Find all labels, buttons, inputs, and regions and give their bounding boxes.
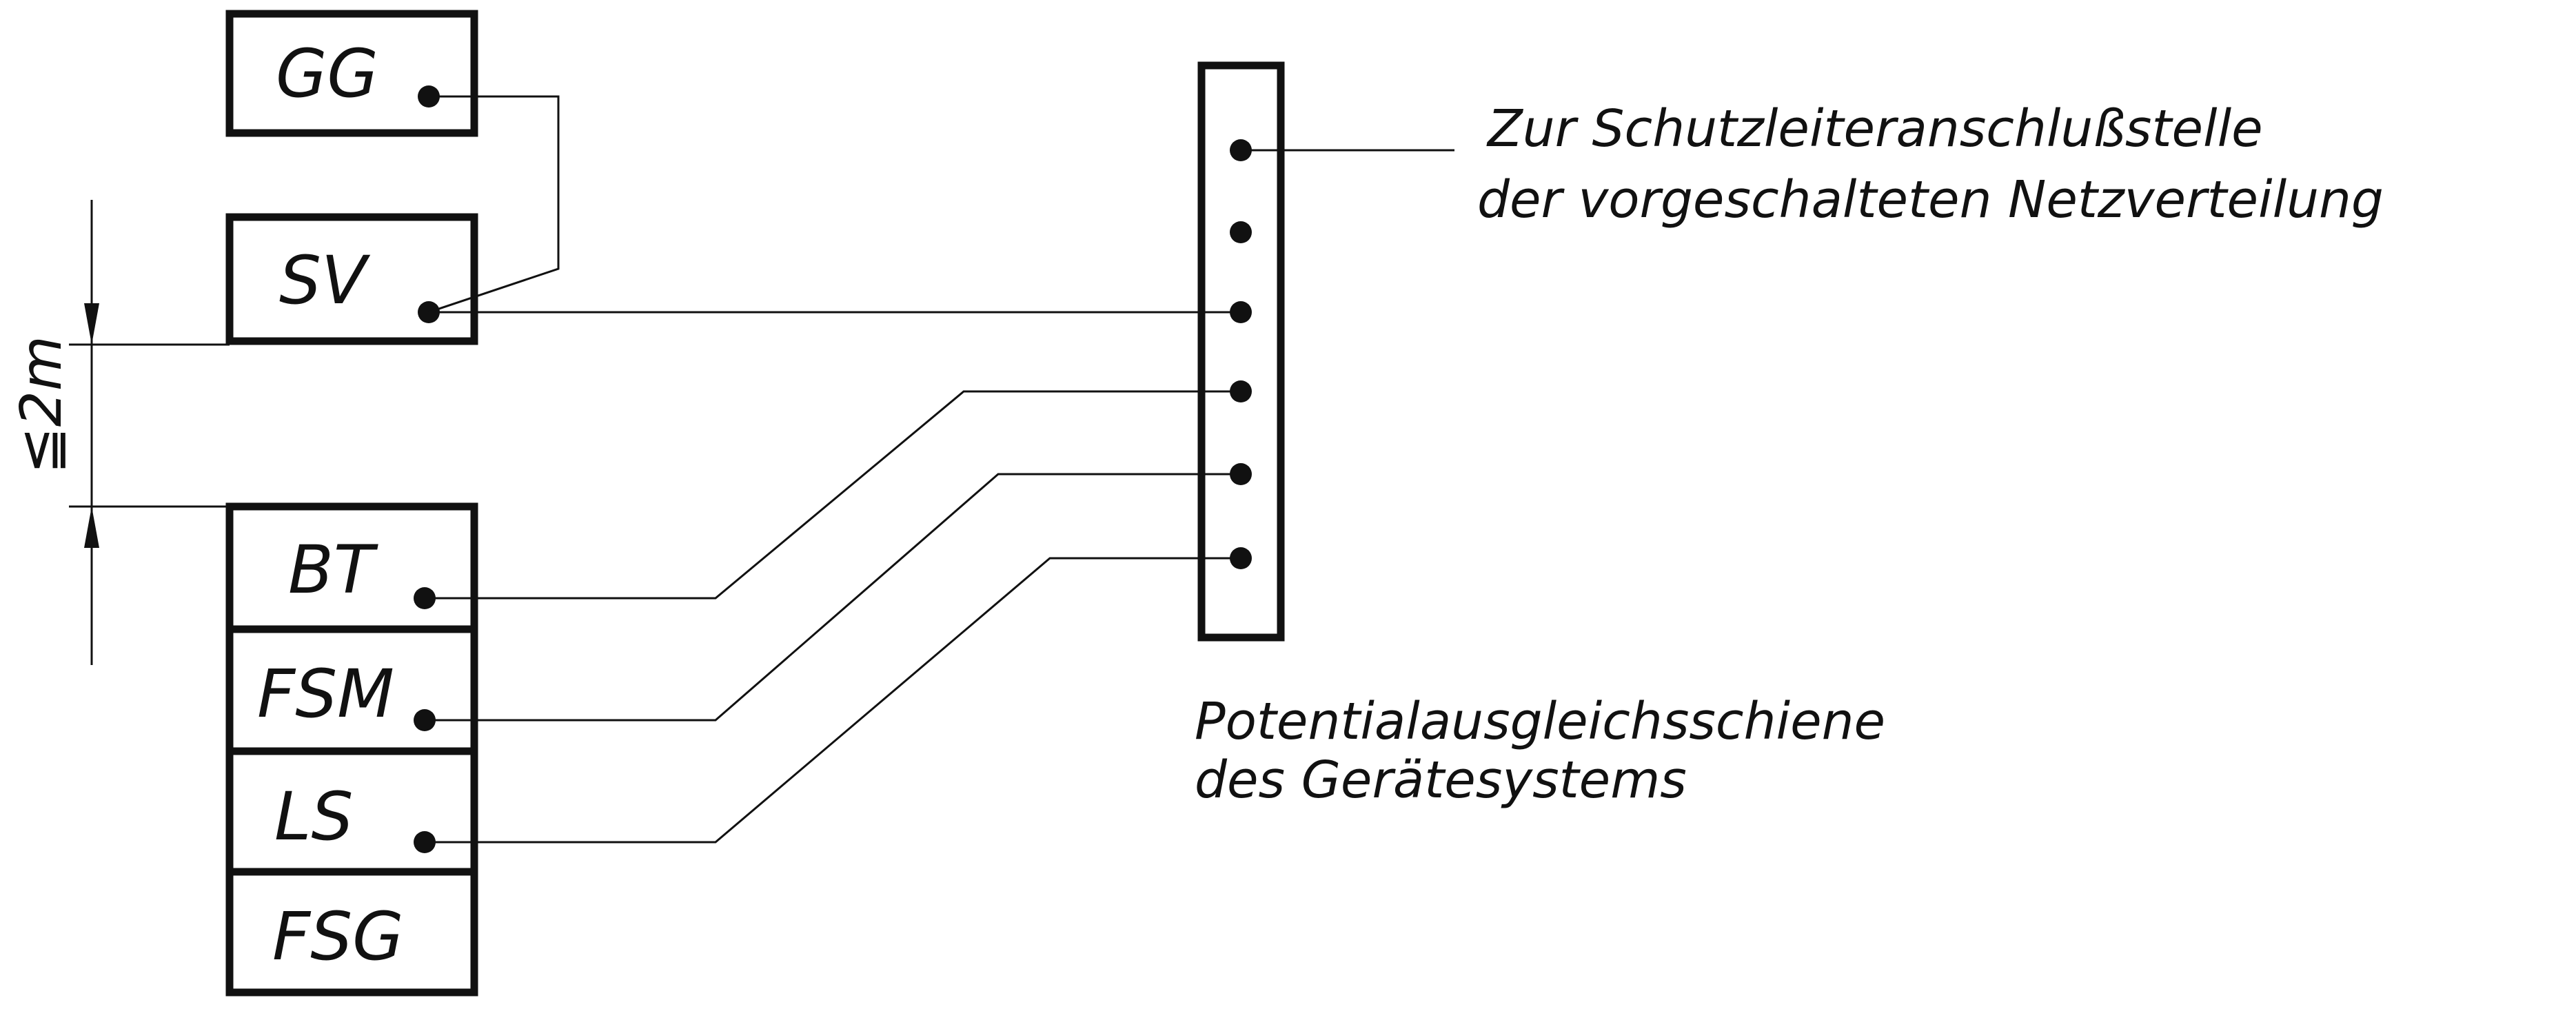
dimension-marker: ≦2m <box>9 200 230 665</box>
wire-ls <box>425 557 1241 844</box>
dimension-arrow-bottom <box>84 507 99 548</box>
busbar-note-line1: Potentialausgleichsschiene <box>1195 692 1885 751</box>
box-sv-label: SV <box>279 242 371 319</box>
box-stack: BT FSM LS FSG <box>225 502 478 997</box>
box-gg: GG <box>225 10 478 137</box>
box-ls-label: LS <box>274 778 353 855</box>
busbar-terminal-2 <box>1230 221 1252 243</box>
upstream-note-line1: Zur Schutzleiteranschlußstelle <box>1486 99 2263 159</box>
box-fsg-label: FSG <box>272 898 404 975</box>
busbar-note-line2: des Gerätesystems <box>1195 750 1687 810</box>
box-sv-frame <box>225 213 478 345</box>
dimension-arrow-top <box>84 303 99 345</box>
wire-bt <box>425 390 1241 600</box>
box-bt-label: BT <box>288 531 378 609</box>
busbar-frame <box>1197 61 1285 642</box>
box-sv: SV <box>225 213 478 345</box>
wire-fsm <box>425 473 1241 722</box>
box-fsm-label: FSM <box>257 655 394 733</box>
upstream-note-line2: der vorgeschalteten Netzverteilung <box>1477 170 2384 229</box>
box-gg-label: GG <box>276 35 378 112</box>
dimension-label: ≦2m <box>9 336 74 474</box>
gg-sv-link <box>428 95 560 314</box>
box-gg-frame <box>225 10 478 137</box>
